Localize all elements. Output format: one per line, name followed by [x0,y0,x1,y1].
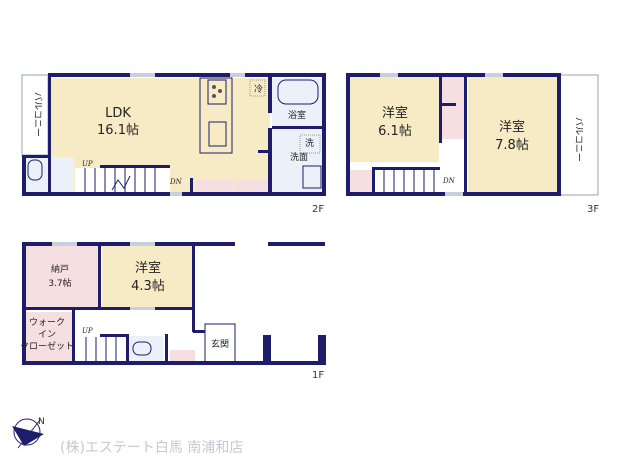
compass-icon: N [12,417,45,449]
ldk-label: LDK [105,106,131,121]
dn-label-2f: DN [169,178,183,186]
storage-room [24,245,99,307]
up-label-1f: UP [82,327,93,335]
ldk-size: 16.1帖 [97,123,139,138]
room-6-1-size: 6.1帖 [378,124,412,139]
entrance-area [204,323,236,363]
room-4-3-label: 洋室 [135,260,161,276]
fridge-label: 冷 [254,83,263,95]
closet-3f [442,77,464,139]
under-stair-storage [170,350,195,362]
company-name: (株)エステート白馬 南浦和店 [60,440,243,456]
washroom-label: 洗面 [290,151,308,163]
wic-label-2: イン [38,330,56,340]
closet-3f-small [349,170,372,193]
entrance-label: 玄関 [211,338,229,350]
bath-label: 浴室 [288,109,306,121]
sink-icon [208,121,227,147]
toilet-icon-1f [132,341,152,356]
western-room-6-1 [349,77,439,162]
floor-2f: LDK 16.1帖 バルコニー 浴室 洗面 冷 洗 UP DN 2F [21,73,326,215]
stairs-2f [75,168,170,193]
toilet-1f [129,336,163,362]
room-6-1-label: 洋室 [382,105,408,121]
stair-treads-1f [85,337,117,362]
floor-label-3f: 3F [587,204,599,215]
bathtub-icon [277,79,319,105]
floor-1f: 納戸 3.7帖 洋室 4.3帖 ウォーク イン クローゼット 玄関 UP 1F [20,242,326,381]
fridge-space [249,79,266,97]
up-label-2f: UP [82,160,93,168]
stair-treads-3f [383,170,435,193]
closet-2f-b [235,180,268,192]
room-7-8-size: 7.8帖 [495,138,529,153]
balcony-label-3f: バルコニー [573,117,584,162]
floor-label-1f: 1F [312,370,324,381]
balcony-label-2f: バルコニー [32,92,43,137]
wic-label-3: クローゼット [20,340,74,352]
wic-label-1: ウォーク [29,317,65,328]
bath-wash-area [272,78,324,193]
wash-basin-icon [302,165,322,189]
walk-in-closet [24,312,72,362]
room-7-8-label: 洋室 [499,119,525,135]
stair-treads-2f [84,168,156,193]
washer-space [299,134,321,154]
washer-label: 洗 [305,137,314,149]
storage-label: 納戸 [51,263,69,275]
north-label: N [38,417,45,427]
closet-2f-a [196,180,233,192]
storage-size: 3.7帖 [48,277,71,289]
dn-label-3f: DN [442,177,456,185]
floor-3f: 洋室 6.1帖 洋室 7.8帖 バルコニー DN 3F [346,73,599,215]
floor-label-2f: 2F [312,204,324,215]
kitchen-counter [199,77,233,154]
western-room-4-3 [102,245,194,307]
room-4-3-size: 4.3帖 [131,279,165,294]
stove-icon [207,79,227,105]
western-room-7-8 [468,77,558,193]
toilet-icon-2f [27,159,43,181]
